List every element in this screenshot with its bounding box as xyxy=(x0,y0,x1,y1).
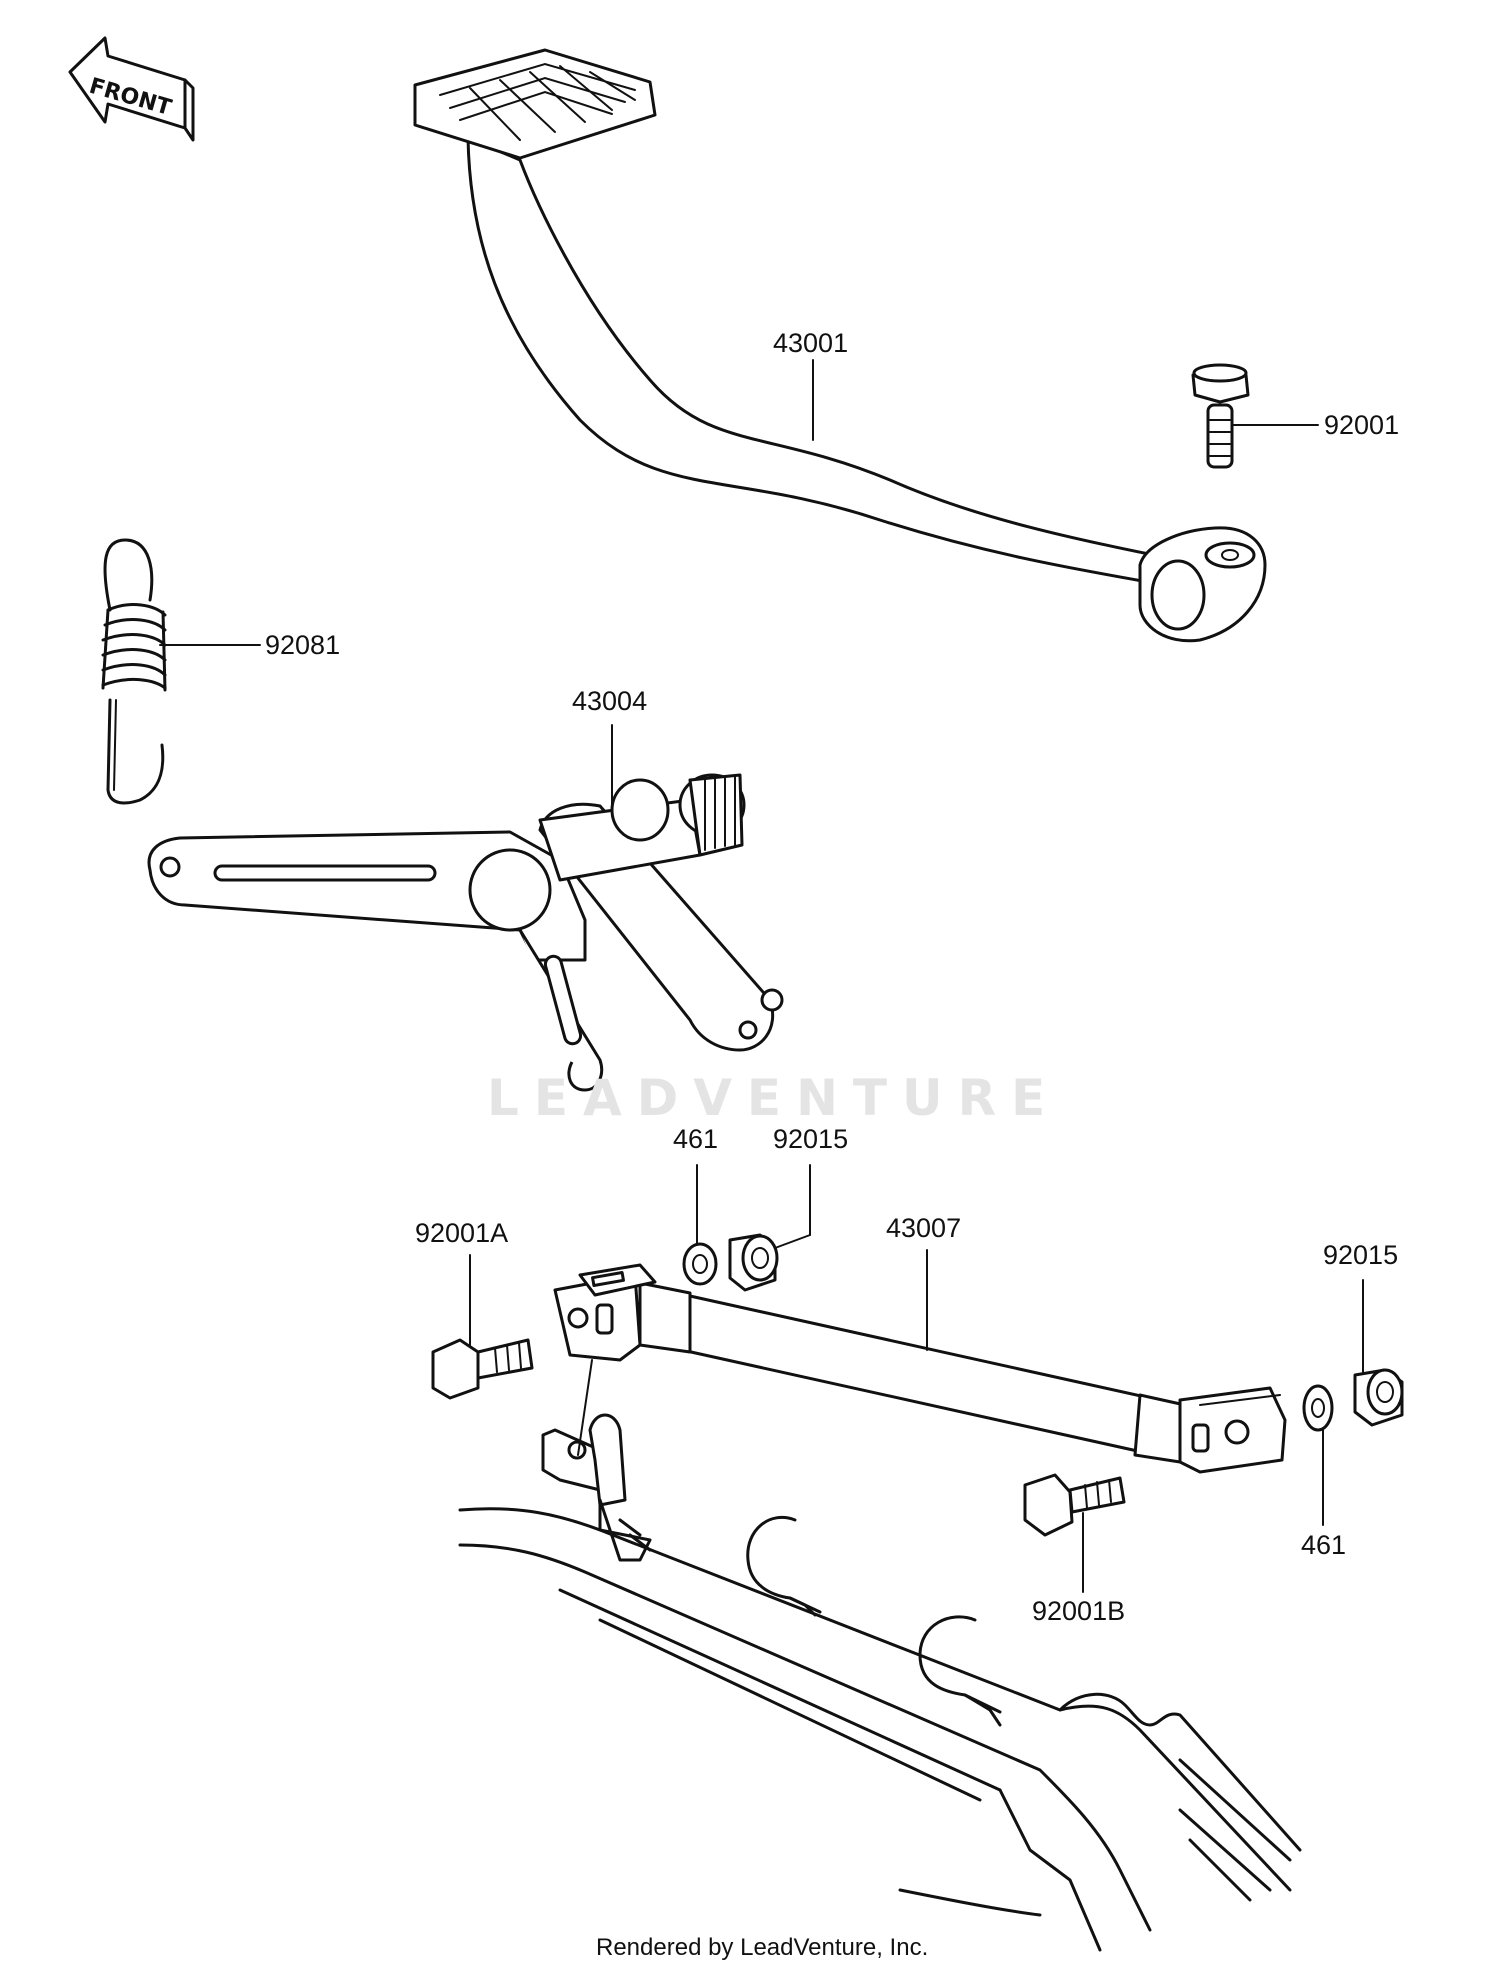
callout-43007: 43007 xyxy=(886,1213,961,1243)
leader-lines xyxy=(159,359,1364,1593)
cap-nut-92015-b xyxy=(1353,1368,1404,1427)
callout-461-a: 461 xyxy=(673,1124,718,1154)
callout-92081: 92081 xyxy=(265,630,340,660)
callout-43004: 43004 xyxy=(572,686,647,716)
cap-nut-92015-a xyxy=(728,1233,779,1292)
brake-rod-43007 xyxy=(553,1263,1287,1474)
brake-shaft-arm-43004 xyxy=(147,773,784,1092)
callout-461-b: 461 xyxy=(1301,1530,1346,1560)
front-direction-arrow: FRONT xyxy=(68,36,195,142)
return-spring-92081 xyxy=(101,538,167,805)
callout-92015-a: 92015 xyxy=(773,1124,848,1154)
watermark: LEADVENTURE xyxy=(487,1069,1060,1127)
callout-92001a: 92001A xyxy=(415,1218,508,1248)
callout-92001b: 92001B xyxy=(1032,1596,1125,1626)
callout-43001: 43001 xyxy=(773,328,848,358)
washer-461-a xyxy=(682,1242,718,1286)
callout-92001: 92001 xyxy=(1324,410,1399,440)
brake-pedal-43001 xyxy=(413,48,1267,643)
callout-92015-b: 92015 xyxy=(1323,1240,1398,1270)
footer-credit: Rendered by LeadVenture, Inc. xyxy=(596,1934,928,1961)
frame-section xyxy=(458,1413,1302,1952)
washer-461-b xyxy=(1302,1384,1334,1432)
bolt-92001a xyxy=(431,1338,534,1400)
bolt-92001 xyxy=(1191,363,1250,469)
bolt-92001b xyxy=(1023,1473,1126,1537)
